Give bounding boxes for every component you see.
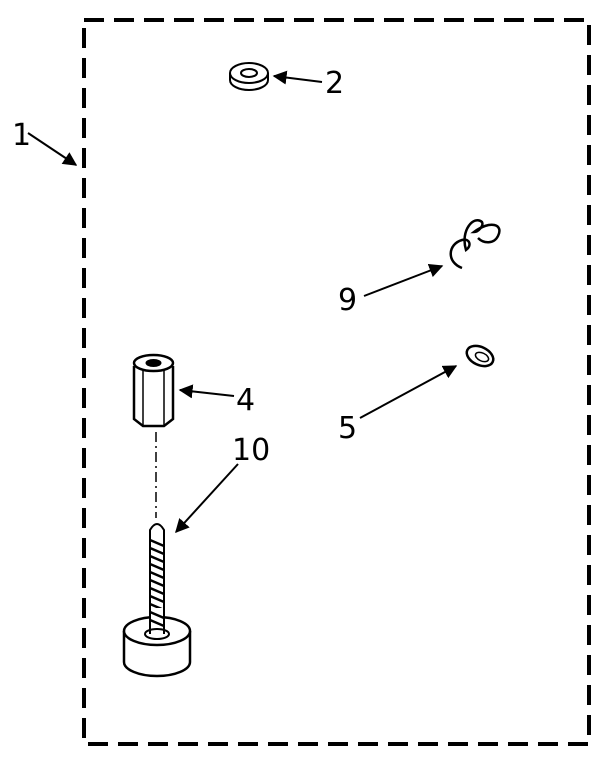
kit-frame-border (82, 18, 591, 746)
leader-arrow-washer (272, 70, 323, 85)
washer-part (229, 62, 269, 91)
callout-label-bolt: 10 (232, 433, 270, 468)
bolt-part (122, 523, 192, 678)
leader-arrow-clip (359, 365, 458, 419)
callout-frame: 1 (12, 118, 78, 166)
callout-label-frame: 1 (12, 118, 31, 153)
callout-label-spring: 9 (338, 283, 357, 318)
spacer-part (132, 353, 175, 428)
leader-arrow-spacer (178, 384, 235, 399)
leader-arrow-spring (363, 263, 444, 297)
callout-clip: 5 (338, 365, 458, 446)
callout-label-spacer: 4 (236, 383, 255, 418)
spring-part (449, 219, 501, 270)
callout-spacer: 4 (178, 383, 255, 418)
callout-washer: 2 (272, 66, 344, 101)
callout-label-clip: 5 (338, 411, 357, 446)
leader-arrow-frame (27, 132, 78, 166)
callout-label-washer: 2 (325, 66, 344, 101)
clip-part (465, 344, 495, 368)
callout-bolt: 10 (175, 433, 270, 534)
leader-arrow-bolt (175, 463, 239, 534)
callout-spring: 9 (338, 263, 444, 318)
